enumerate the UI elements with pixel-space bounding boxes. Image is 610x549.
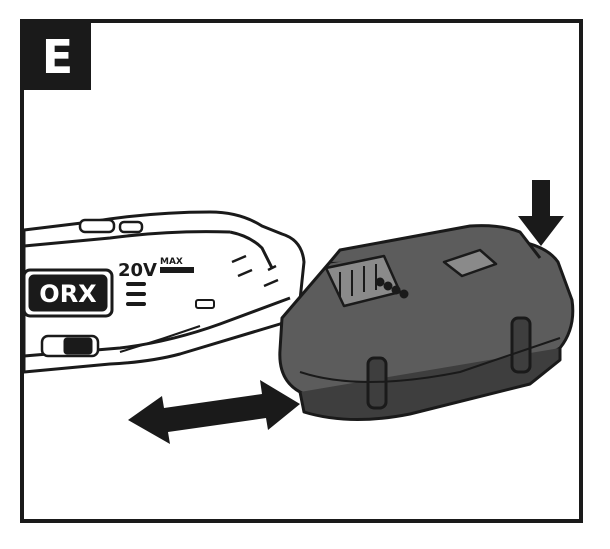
power-tool [22, 210, 306, 374]
step-label: E [41, 29, 74, 84]
step-label-badge: E [24, 23, 91, 90]
max-text: MAX [160, 257, 183, 267]
voltage-text: 20V [118, 260, 157, 281]
slide-double-arrow [128, 380, 300, 444]
insert-down-arrow [518, 180, 564, 246]
battery-pack [278, 224, 575, 422]
max-underline [160, 267, 194, 273]
brand-text: ORX [39, 280, 97, 308]
